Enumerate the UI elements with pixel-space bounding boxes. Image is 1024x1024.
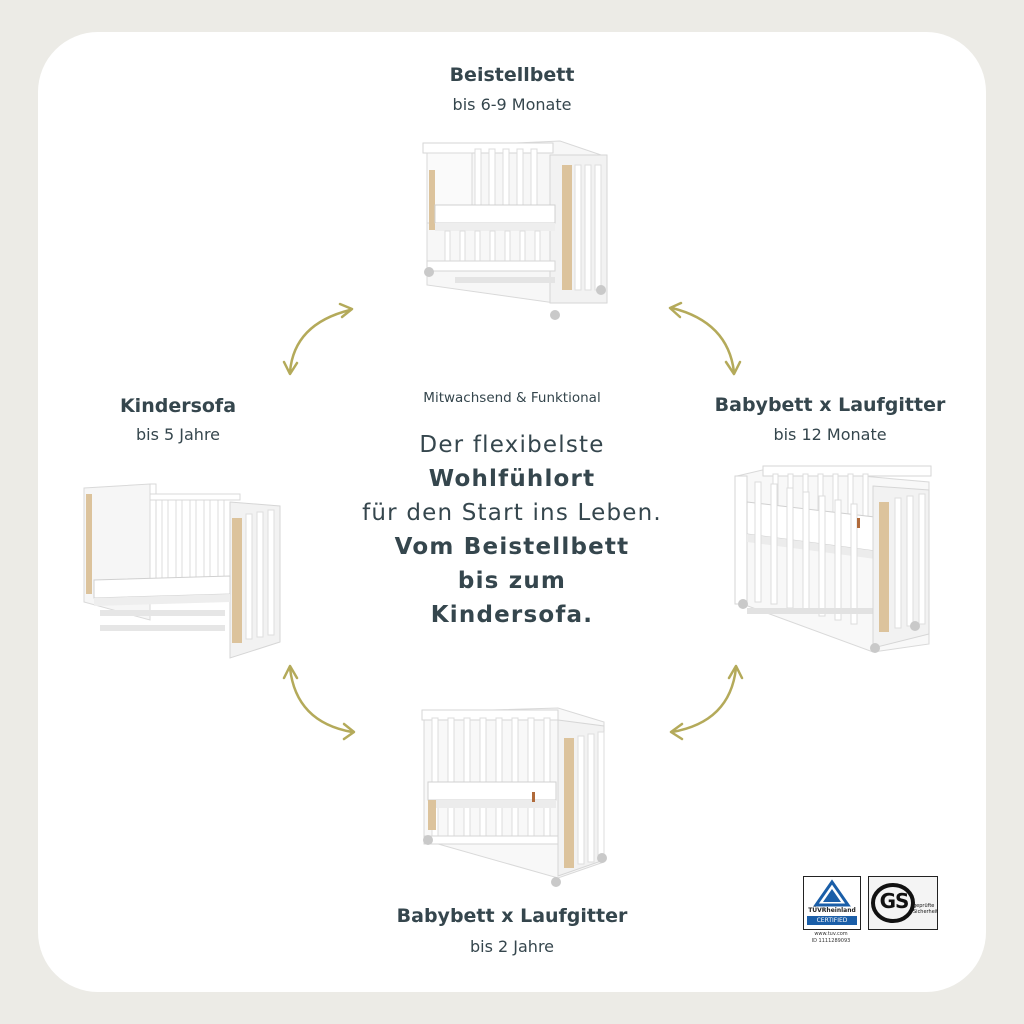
gs-label-line2: Sicherheit (913, 909, 939, 915)
crib-image-bedside (422, 140, 608, 320)
gs-label-line1: geprüfte (913, 903, 935, 909)
stage-bottom-subtitle: bis 2 Jahre (469, 937, 555, 956)
gs-mark-icon (871, 883, 915, 923)
tuv-id-text: ID 1111289093 (811, 938, 851, 944)
stage-top-title: Beistellbett (449, 64, 575, 86)
crib-image-crib-2y (421, 707, 607, 887)
gs-badge: GS geprüfte Sicherheit (868, 876, 938, 930)
crib-image-sofa (83, 483, 281, 659)
curved-double-arrow-icon (669, 664, 744, 741)
curved-double-arrow-icon (282, 302, 354, 376)
tuv-certified-label: CERTIFIED (807, 916, 857, 925)
tuv-certified-badge: TÜVRheinland CERTIFIED (803, 876, 861, 930)
center-tagline: Mitwachsend & Funktional (423, 390, 601, 406)
stage-left-subtitle: bis 5 Jahre (135, 425, 221, 444)
tuv-triangle-icon (813, 879, 851, 907)
center-line-5: bis zum (457, 568, 567, 594)
stage-top-subtitle: bis 6-9 Monate (452, 95, 572, 114)
center-line-3: für den Start ins Leben. (362, 500, 662, 526)
stage-right-subtitle: bis 12 Monate (773, 425, 887, 444)
tuv-site-text: www.tuv.com (814, 931, 848, 937)
stage-left-title: Kindersofa (119, 395, 237, 417)
stage-bottom-title: Babybett x Laufgitter (396, 905, 628, 927)
curved-double-arrow-icon (668, 301, 742, 376)
tuv-brand-text: TÜVRheinland (808, 907, 856, 914)
gs-mark-text: GS (879, 889, 910, 913)
center-line-1: Der flexibelste (419, 432, 605, 458)
center-line-6: Kindersofa. (430, 602, 594, 628)
center-line-2: Wohlfühlort (428, 466, 596, 492)
center-line-4: Vom Beistellbett (394, 534, 630, 560)
stage-right-title: Babybett x Laufgitter (714, 394, 946, 416)
curved-double-arrow-icon (282, 664, 356, 741)
crib-image-crib-12m (734, 465, 932, 653)
